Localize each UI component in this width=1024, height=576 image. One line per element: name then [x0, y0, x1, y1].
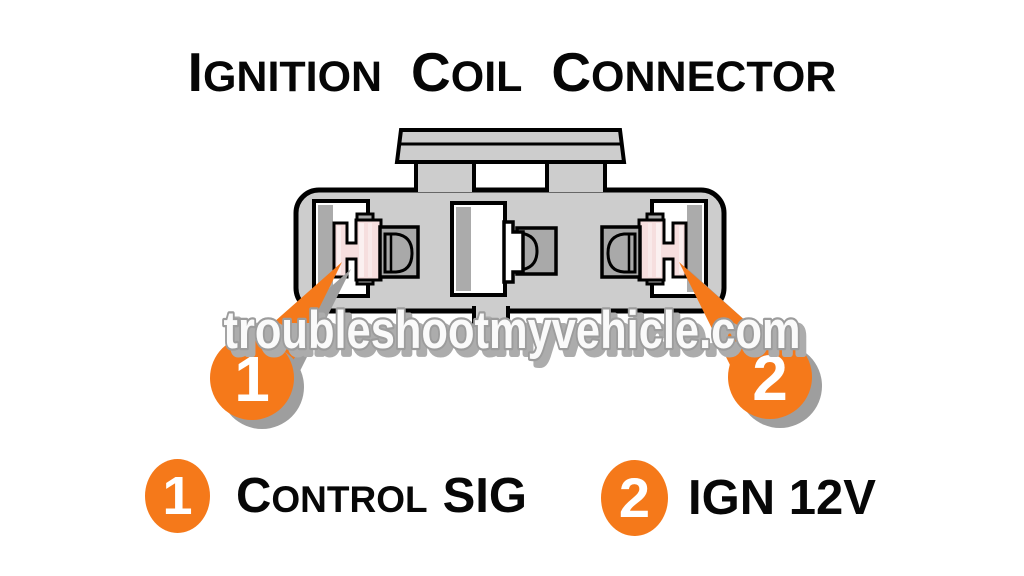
title-word-coil: COIL: [411, 45, 522, 100]
title-word3-rest: ONNECTOR: [591, 53, 837, 102]
title-word1-rest: GNITION: [202, 53, 383, 102]
title-word-ignition: IGNITION: [188, 45, 382, 100]
title-word3-initial: C: [551, 41, 592, 104]
terminal-cavity-side: [312, 199, 420, 298]
terminal-pin-highlight: [368, 223, 372, 277]
terminal-cavity-center: [450, 201, 558, 297]
title-word2-rest: OIL: [450, 53, 523, 102]
terminal-pin-highlight: [337, 226, 341, 274]
lock-tab-cap: [394, 128, 627, 164]
pin1-callout-badge: 1: [210, 336, 304, 429]
badge-circle: [210, 336, 294, 420]
pin2-legend-label: IGN 12V: [688, 471, 876, 525]
title-word2-initial: C: [411, 41, 451, 104]
cavity-inner-strip: [456, 207, 471, 291]
pin2-legend-badge: 2: [601, 460, 668, 536]
cavity-inner-strip: [318, 205, 333, 292]
pin1-legend-badge: 1: [145, 459, 210, 533]
cavity-key-nub: [502, 220, 525, 284]
retainer-clip-latch: [383, 232, 414, 274]
pin2-callout-badge: 2: [728, 335, 822, 428]
pin2-legend-number: 2: [618, 466, 651, 529]
bottom-index-tab: [472, 306, 510, 341]
pin1-label-tail: SIG: [442, 469, 528, 523]
mount-leg-left: [414, 159, 476, 192]
title-word-connector: CONNECTOR: [551, 45, 836, 100]
watermark-shadow-text: troubleshootmyvehicle.com: [230, 307, 807, 366]
legend-item-pin2: 2 IGN 12V: [601, 460, 876, 536]
pin1-legend-label: CONTROL SIG: [236, 468, 527, 524]
mount-leg-right: [545, 159, 607, 192]
pin1-legend-number: 1: [162, 466, 193, 526]
title-word1-initial: I: [187, 41, 203, 104]
page-title: IGNITION COIL CONNECTOR: [0, 45, 1024, 100]
terminal-pin: [332, 218, 383, 282]
pin1-label-cap: C: [236, 469, 272, 523]
legend-item-pin1: 1 CONTROL SIG: [145, 459, 527, 533]
pin1-label-small: ONTROL: [271, 479, 428, 520]
pin1-number: 1: [234, 343, 270, 415]
watermark: troubleshootmyvehicle.com troubleshootmy…: [221, 299, 809, 369]
pin2-number: 2: [752, 342, 788, 414]
badge-circle: [728, 335, 812, 419]
terminal-pin-highlight: [359, 223, 364, 277]
watermark-text: troubleshootmyvehicle.com: [224, 301, 801, 360]
